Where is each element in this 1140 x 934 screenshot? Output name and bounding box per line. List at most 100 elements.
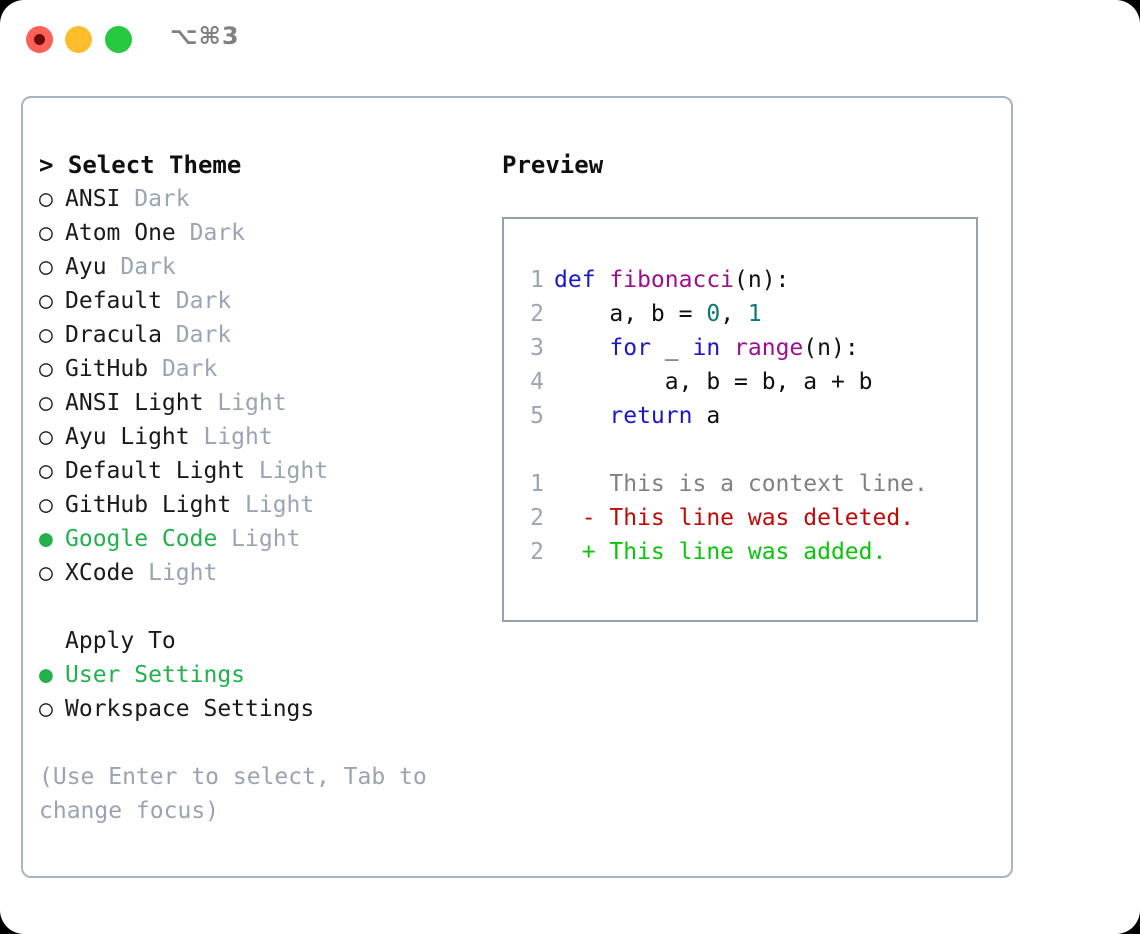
theme-option-variant: Dark: [161, 288, 232, 314]
diff-text: - This line was deleted.: [554, 505, 915, 531]
select-theme-header: > Select Theme: [39, 151, 242, 179]
theme-option[interactable]: ○ ANSI Light Light: [39, 386, 479, 420]
code-line: 4 a, b = b, a + b: [504, 365, 976, 399]
radio-unselected-icon: ○: [39, 220, 53, 246]
diff-line: 1 This is a context line.: [504, 467, 976, 501]
theme-option[interactable]: ○Atom One Dark: [39, 216, 479, 250]
theme-option-label: Ayu: [65, 254, 107, 280]
code-token: a: [692, 403, 721, 429]
theme-option-variant: Dark: [106, 254, 176, 280]
code-text: a, b = 0, 1: [544, 301, 762, 327]
code-token: range: [734, 335, 804, 361]
theme-option[interactable]: ○ GitHub Light Light: [39, 488, 479, 522]
code-diff-separator: [504, 433, 976, 467]
theme-option-label: Google Code: [65, 526, 218, 552]
keyboard-shortcut-label: ⌥⌘3: [170, 22, 240, 50]
code-token: [554, 403, 609, 429]
theme-option[interactable]: ○ Default Light Light: [39, 454, 479, 488]
radio-selected-icon: ●: [39, 662, 53, 688]
diff-line: 2 + This line was added.: [504, 535, 976, 569]
theme-option-label: Atom One: [65, 220, 176, 246]
code-token: in: [692, 335, 721, 361]
diff-sample: 1 This is a context line. 2 - This line w…: [504, 467, 976, 569]
theme-picker-column: > Select Theme ○ANSI Dark○Atom One Dark○…: [39, 148, 479, 828]
list-spacer: [39, 590, 479, 624]
hint-spacer: [39, 726, 479, 760]
recording-indicator-icon: [34, 34, 45, 45]
radio-selected-icon: ●: [39, 526, 53, 552]
keyboard-hint-text: (Use Enter to select, Tab to change focu…: [39, 764, 441, 824]
theme-option-variant: Dark: [120, 186, 190, 212]
code-token: return: [609, 403, 693, 429]
theme-option-variant: Light: [203, 390, 287, 416]
radio-unselected-icon: ○: [39, 458, 53, 484]
theme-list[interactable]: ○ANSI Dark○Atom One Dark○Ayu Dark○Defaul…: [39, 182, 479, 590]
radio-unselected-icon: ○: [39, 424, 53, 450]
code-token: (n):: [734, 267, 790, 293]
radio-unselected-icon: ○: [39, 186, 53, 212]
line-number: 5: [530, 403, 544, 429]
theme-option[interactable]: ○Ayu Light Light: [39, 420, 479, 454]
line-number: 2: [530, 505, 544, 531]
theme-option-variant: Dark: [161, 322, 232, 348]
code-token: fibonacci: [609, 267, 735, 293]
code-token: _: [650, 335, 693, 361]
line-number: 1: [530, 267, 544, 293]
line-number: 2: [530, 539, 544, 565]
theme-option-label: Default Light: [65, 458, 246, 484]
code-text: a, b = b, a + b: [544, 369, 873, 395]
code-text: return a: [544, 403, 720, 429]
radio-unselected-icon: ○: [39, 492, 53, 518]
content-panel: > Select Theme ○ANSI Dark○Atom One Dark○…: [21, 96, 1013, 878]
code-token: (n):: [803, 335, 859, 361]
theme-option-label: ANSI: [65, 186, 121, 212]
radio-unselected-icon: ○: [39, 390, 53, 416]
theme-option[interactable]: ○ ANSI Dark: [39, 182, 479, 216]
minimize-window-button[interactable]: [65, 26, 92, 53]
theme-option[interactable]: ○Ayu Dark: [39, 250, 479, 284]
code-text: def fibonacci(n):: [544, 267, 789, 293]
diff-text: This is a context line.: [554, 471, 928, 497]
code-text: for _ in range(n):: [544, 335, 859, 361]
radio-unselected-icon: ○: [39, 696, 53, 722]
apply-to-option[interactable]: ●User Settings: [39, 658, 479, 692]
theme-option-label: ANSI Light: [65, 390, 204, 416]
theme-option-label: GitHub: [65, 356, 149, 382]
apply-to-label: Apply To: [65, 628, 176, 654]
code-token: 1: [747, 301, 762, 327]
code-line: 5 return a: [504, 399, 976, 433]
code-token: ,: [720, 301, 748, 327]
radio-unselected-icon: ○: [39, 288, 53, 314]
theme-option[interactable]: ● Google Code Light: [39, 522, 479, 556]
theme-option-label: XCode: [65, 560, 135, 586]
theme-option-label: Default: [65, 288, 162, 314]
theme-option-variant: Light: [231, 492, 315, 518]
theme-option[interactable]: ○ Default Dark: [39, 284, 479, 318]
theme-option-variant: Light: [134, 560, 218, 586]
theme-option-variant: Light: [217, 526, 301, 552]
code-token: def: [554, 267, 610, 293]
code-token: a, b = b, a + b: [554, 369, 873, 395]
theme-option-label: Ayu Light: [65, 424, 190, 450]
theme-option[interactable]: ○GitHub Dark: [39, 352, 479, 386]
diff-text: + This line was added.: [554, 539, 887, 565]
radio-unselected-icon: ○: [39, 322, 53, 348]
code-token: [720, 335, 734, 361]
line-number: 2: [530, 301, 544, 327]
theme-option[interactable]: ○Dracula Dark: [39, 318, 479, 352]
code-token: [554, 335, 609, 361]
theme-option-label: GitHub Light: [65, 492, 232, 518]
line-number: 4: [530, 369, 544, 395]
code-line: 2 a, b = 0, 1: [504, 297, 976, 331]
apply-to-list[interactable]: ●User Settings○Workspace Settings: [39, 658, 479, 726]
apply-to-option[interactable]: ○Workspace Settings: [39, 692, 479, 726]
code-line: 3 for _ in range(n):: [504, 331, 976, 365]
theme-option[interactable]: ○XCode Light: [39, 556, 479, 590]
code-token: for: [609, 335, 651, 361]
maximize-window-button[interactable]: [105, 26, 132, 53]
radio-unselected-icon: ○: [39, 356, 53, 382]
theme-option-variant: Light: [245, 458, 329, 484]
